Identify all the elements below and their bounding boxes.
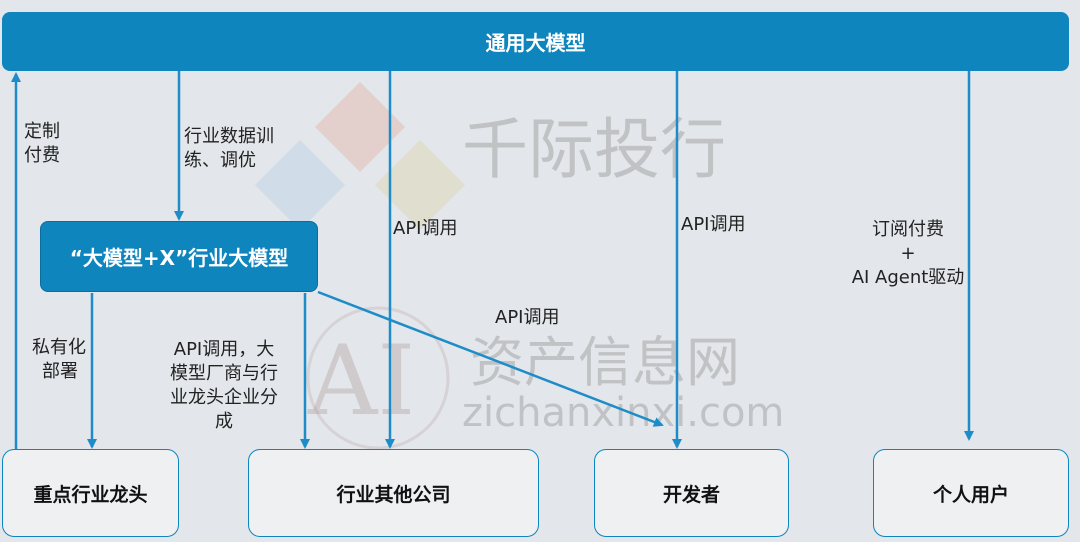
industry-model-title: “大模型+X”行业大模型 — [69, 246, 289, 270]
subscribe-label: 订阅付费 + AI Agent驱动 — [851, 219, 965, 288]
watermark-brand: 千际投行 — [462, 111, 726, 188]
industry-model-box: “大模型+X”行业大模型 — [40, 221, 318, 292]
personal-user-label: 个人用户 — [932, 483, 1009, 506]
watermark-cn: 资产信息网 — [470, 331, 740, 394]
watermark-ai: AI — [308, 325, 416, 437]
api-call-developer-label: API调用 — [681, 214, 746, 235]
arrow-api-diagonal — [317, 290, 664, 427]
industry-data-label: 行业数据训 练、调优 — [184, 126, 274, 171]
personal-user-box: 个人用户 — [873, 449, 1069, 537]
industry-leader-box: 重点行业龙头 — [2, 449, 179, 537]
watermark-url: zichanxinxi.com — [462, 390, 785, 436]
api-call-company-label: API调用 — [393, 218, 458, 239]
custom-pay-label: 定制 付费 — [24, 121, 60, 166]
other-companies-label: 行业其他公司 — [336, 483, 451, 506]
api-call-diagonal-label: API调用 — [495, 307, 560, 328]
api-share-label: API调用，大 模型厂商与行 业龙头企业分 成 — [170, 339, 278, 432]
general-model-bar: 通用大模型 — [2, 12, 1069, 71]
developer-label: 开发者 — [662, 483, 720, 506]
private-deploy-label: 私有化 部署 — [32, 337, 86, 382]
industry-leader-label: 重点行业龙头 — [33, 483, 148, 506]
other-companies-box: 行业其他公司 — [248, 449, 539, 537]
general-model-title: 通用大模型 — [485, 31, 586, 55]
developer-box: 开发者 — [594, 449, 789, 537]
